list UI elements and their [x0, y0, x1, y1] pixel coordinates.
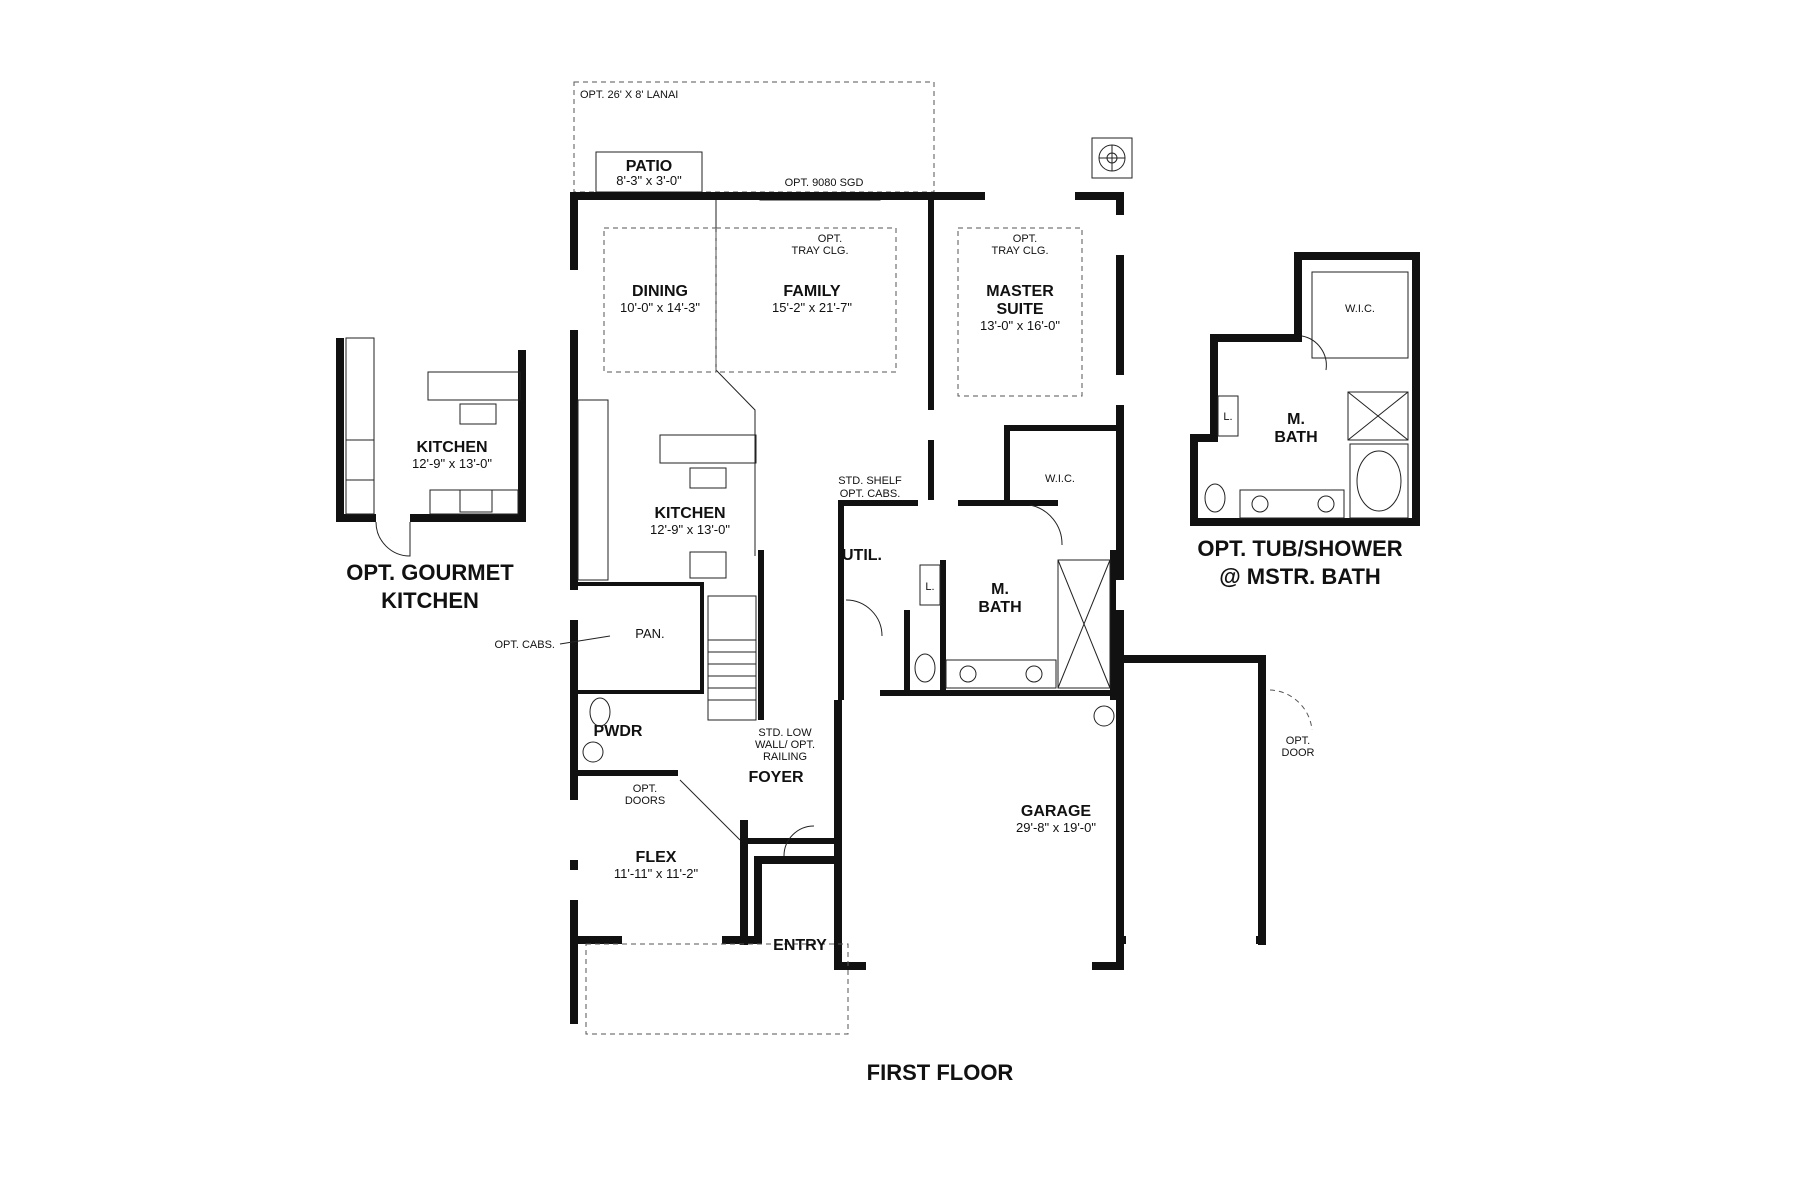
util-name: UTIL. — [842, 547, 882, 564]
master-tray — [957, 227, 1083, 397]
mbath-toilet — [914, 653, 936, 683]
mbath-shower — [1057, 559, 1111, 689]
windows — [570, 192, 1256, 970]
kitchen-counter — [577, 399, 609, 581]
util-door-swing — [845, 599, 883, 637]
tub-title-line2: @ MSTR. BATH — [1219, 564, 1381, 589]
gourmet-title-line2: KITCHEN — [381, 588, 479, 613]
exterior-walls — [570, 192, 1266, 1024]
family-tray-label: TRAY CLG. — [791, 245, 848, 257]
master-dim: 13'-0" x 16'-0" — [980, 318, 1060, 333]
flex-door-swing — [679, 779, 741, 841]
compass-symbol — [1091, 137, 1133, 179]
entry-name: ENTRY — [773, 937, 827, 954]
pwdr-toilet — [589, 697, 611, 727]
mbath-name-line1: M. — [991, 581, 1009, 598]
master-tray-label: TRAY CLG. — [991, 245, 1048, 257]
opt-cabs-note-util: OPT. CABS. — [840, 488, 901, 500]
std-low-wall-note-3: RAILING — [763, 751, 807, 763]
family-tray-opt: OPT. — [818, 233, 842, 245]
gourmet-title-line1: OPT. GOURMET — [346, 560, 514, 585]
tub-bath-line2: BATH — [1274, 429, 1317, 446]
tub-shower-inset — [1190, 252, 1420, 526]
std-shelf-note: STD. SHELF — [838, 475, 902, 487]
kitchen-island — [659, 434, 757, 464]
gourmet-kitchen-inset — [336, 337, 526, 557]
wic-door-swing — [1029, 504, 1063, 546]
patio-dim: 8'-3" x 3'-0" — [616, 173, 682, 188]
std-low-wall-note-1: STD. LOW — [758, 727, 812, 739]
kitchen-dim: 12'-9" x 13'-0" — [650, 522, 730, 537]
dining-dim: 10'-0" x 14'-3" — [620, 300, 700, 315]
opt-cabs-note-pantry: OPT. CABS. — [494, 639, 555, 651]
opt-garage-door-swing — [1269, 689, 1313, 731]
mbath-sink-left — [959, 665, 977, 683]
master-name-line1: MASTER — [986, 283, 1054, 300]
family-tray — [715, 227, 897, 373]
tub-wic-label: W.I.C. — [1345, 303, 1375, 315]
wic-name: W.I.C. — [1045, 473, 1075, 485]
opt-door-2: DOOR — [1282, 747, 1315, 759]
garage-name: GARAGE — [1021, 803, 1092, 820]
kitchen-name: KITCHEN — [654, 505, 725, 522]
flex-dim: 11'-11" x 11'-2" — [614, 866, 699, 881]
plan-title: FIRST FLOOR — [867, 1060, 1014, 1085]
std-low-wall-note-2: WALL/ OPT. — [755, 739, 815, 751]
gourmet-kitchen-name: KITCHEN — [416, 439, 487, 456]
linen-closet — [919, 564, 941, 606]
tub-linen-label: L. — [1223, 411, 1232, 423]
tub-bath-line1: M. — [1287, 411, 1305, 428]
water-heater — [1093, 705, 1115, 727]
patio-name: PATIO — [626, 158, 673, 175]
opt-door-1: OPT. — [1286, 735, 1310, 747]
garage-dim: 29'-8" x 19'-0" — [1016, 820, 1096, 835]
master-tray-opt: OPT. — [1013, 233, 1037, 245]
family-dim: 15'-2" x 21'-7" — [772, 300, 852, 315]
stairs — [707, 595, 757, 721]
flex-opt-doors-2: DOORS — [625, 795, 665, 807]
kitchen-range — [689, 551, 727, 579]
front-door-swing — [783, 825, 815, 857]
pwdr-name: PWDR — [594, 723, 643, 740]
mbath-name-line2: BATH — [978, 599, 1021, 616]
mbath-sink-right — [1025, 665, 1043, 683]
pwdr-sink — [582, 741, 604, 763]
front-porch-outline — [585, 943, 849, 1035]
kitchen-angle-wall — [715, 369, 756, 556]
tub-title-line1: OPT. TUB/SHOWER — [1197, 536, 1402, 561]
gourmet-kitchen-dim: 12'-9" x 13'-0" — [412, 456, 492, 471]
dining-name: DINING — [632, 283, 688, 300]
interior-walls — [578, 200, 1116, 945]
family-name: FAMILY — [783, 283, 841, 300]
foyer-name: FOYER — [748, 769, 804, 786]
mbath-vanity — [945, 659, 1057, 689]
master-name-line2: SUITE — [996, 301, 1043, 318]
kitchen-sink — [689, 467, 727, 489]
linen-label: L. — [925, 581, 934, 593]
lanai-label: OPT. 26' X 8' LANAI — [580, 89, 678, 101]
flex-name: FLEX — [636, 849, 677, 866]
sgd-label: OPT. 9080 SGD — [785, 177, 864, 189]
pantry-name: PAN. — [635, 626, 664, 641]
flex-opt-doors-1: OPT. — [633, 783, 657, 795]
